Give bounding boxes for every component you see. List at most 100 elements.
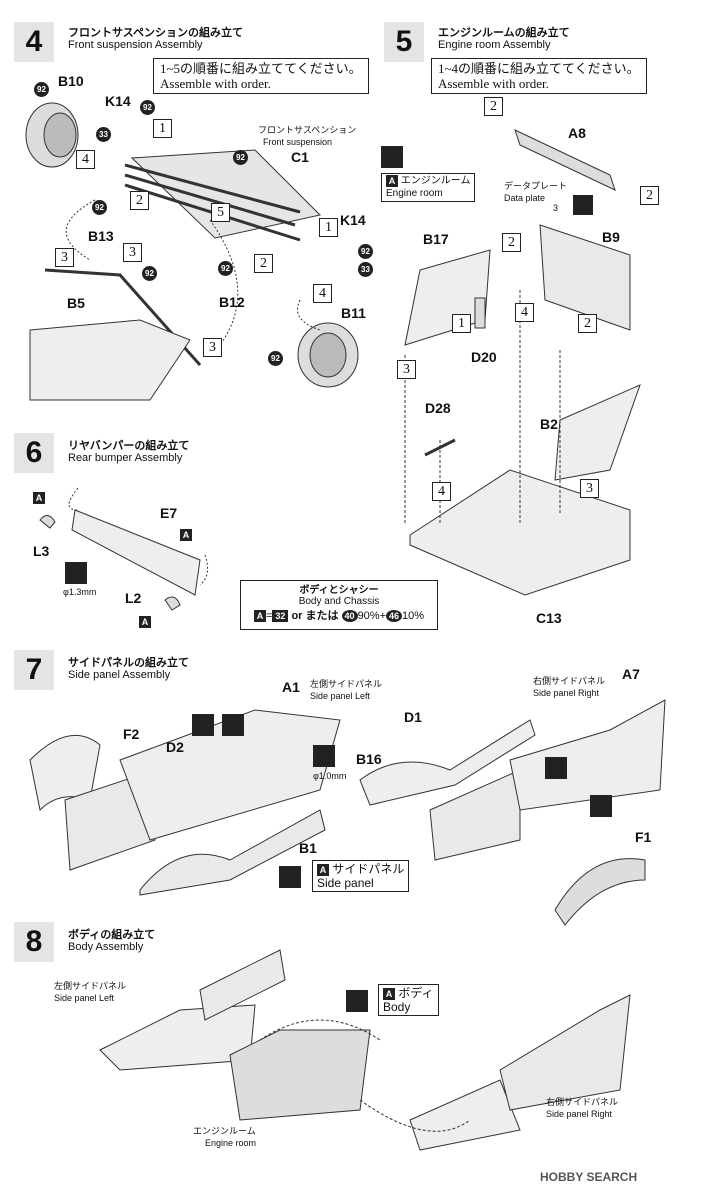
part-D28: D28 bbox=[425, 400, 451, 416]
rear-bumper-drawing bbox=[39, 487, 209, 611]
step-7-number: 7 bbox=[14, 650, 54, 690]
color-box-c2: 40 bbox=[341, 610, 358, 623]
step-8-paint-label: A ボディ Body bbox=[378, 984, 439, 1016]
step-8-number: 8 bbox=[14, 922, 54, 962]
step-6-title-en: Rear bumper Assembly bbox=[68, 452, 183, 464]
step-4-seq-3-b: 3 bbox=[123, 243, 142, 262]
paint-brush-icon bbox=[381, 146, 403, 168]
paint-color-letter: A bbox=[383, 987, 395, 1000]
front-suspension-drawing bbox=[25, 102, 359, 401]
cut-icon bbox=[222, 714, 244, 736]
step-5-seq-1: 1 bbox=[452, 314, 471, 333]
step-8-paint-en: Body bbox=[383, 1000, 411, 1014]
cut-icon bbox=[590, 795, 612, 817]
step-5-seq-3-a: 3 bbox=[397, 360, 416, 379]
step-8-paint-jp: ボディ bbox=[398, 986, 434, 1000]
paint-color-letter: A bbox=[317, 863, 329, 876]
part-B1: B1 bbox=[299, 840, 317, 856]
step-8-engine-jp: エンジンルーム bbox=[193, 1126, 256, 1136]
drill-icon bbox=[192, 714, 214, 736]
watermark: HOBBY SEARCH bbox=[540, 1170, 638, 1184]
step-5-paint-en: Engine room bbox=[386, 187, 443, 199]
step-4-sub-en: Front suspension bbox=[263, 137, 333, 147]
color-92: 92 bbox=[233, 150, 248, 165]
step-8-title-jp: ボディの組み立て bbox=[68, 929, 156, 941]
step-5-order-note: 1~4の順番に組み立ててください。 Assemble with order. bbox=[431, 58, 647, 94]
step-5-paint-jp: エンジンルーム bbox=[400, 175, 471, 187]
drill-icon bbox=[65, 562, 87, 584]
part-A7: A7 bbox=[622, 666, 640, 682]
data-plate-jp: データプレート bbox=[504, 181, 568, 191]
color-box-title-en: Body and Chassis bbox=[298, 596, 380, 607]
step-7-left-en: Side panel Left bbox=[310, 691, 371, 701]
paint-color-letter: A bbox=[33, 492, 45, 504]
color-33: 33 bbox=[358, 262, 373, 277]
part-A8: A8 bbox=[568, 125, 586, 141]
paint-color-letter: A bbox=[139, 616, 151, 628]
color-box-eq: = bbox=[265, 610, 273, 622]
part-D20: D20 bbox=[471, 349, 497, 365]
step-5-note-en: Assemble with order. bbox=[438, 76, 549, 91]
body-assembly-drawing bbox=[99, 949, 631, 1151]
color-box-plus: + bbox=[379, 610, 387, 622]
step-6-drill-size: φ1.3mm bbox=[63, 587, 97, 597]
part-L2: L2 bbox=[125, 590, 142, 606]
step-4-seq-4-b: 4 bbox=[313, 284, 332, 303]
step-4-seq-1: 1 bbox=[153, 119, 172, 138]
part-D2: D2 bbox=[166, 739, 184, 755]
step-8-left-jp: 左側サイドパネル bbox=[54, 981, 127, 991]
step-4-seq-2-a: 2 bbox=[130, 191, 149, 210]
part-B11: B11 bbox=[341, 305, 366, 321]
color-92: 92 bbox=[92, 200, 107, 215]
paint-color-letter: A bbox=[386, 175, 398, 187]
color-box-c1: 32 bbox=[272, 610, 289, 623]
color-92: 92 bbox=[358, 244, 373, 259]
step-5-note-jp: 1~4の順番に組み立ててください。 bbox=[438, 61, 640, 76]
step-4-seq-5: 5 bbox=[211, 203, 230, 222]
step-5-seq-2-b: 2 bbox=[640, 186, 659, 205]
step-5-seq-2-a: 2 bbox=[484, 97, 503, 116]
step-4-sub-jp: フロントサスペンション bbox=[258, 125, 357, 135]
step-4-seq-3-c: 3 bbox=[203, 338, 222, 357]
decal-star-icon bbox=[573, 195, 593, 215]
step-5-seq-3-b: 3 bbox=[580, 479, 599, 498]
paint-brush-icon bbox=[279, 866, 301, 888]
color-box-p1: 90% bbox=[357, 610, 380, 622]
step-7-paint-jp: サイドパネル bbox=[332, 862, 405, 876]
step-5-seq-4-b: 4 bbox=[432, 482, 451, 501]
part-C13: C13 bbox=[536, 610, 562, 626]
step-5-title-en: Engine room Assembly bbox=[438, 39, 551, 51]
step-5-paint-label: A エンジンルーム Engine room bbox=[381, 173, 476, 202]
data-plate-en: Data plate bbox=[504, 193, 546, 203]
part-K14-right: K14 bbox=[340, 212, 366, 228]
step-7-right-jp: 右側サイドパネル bbox=[533, 676, 606, 686]
color-92: 92 bbox=[140, 100, 155, 115]
engine-room-drawing bbox=[404, 129, 641, 596]
step-8-left-en: Side panel Left bbox=[54, 993, 115, 1003]
step-4-seq-3-a: 3 bbox=[55, 248, 74, 267]
step-7-drill-size: φ1.0mm bbox=[313, 771, 347, 781]
step-7-title-en: Side panel Assembly bbox=[68, 669, 171, 681]
paint-color-letter: A bbox=[180, 529, 192, 541]
drill-icon bbox=[313, 745, 335, 767]
part-B17: B17 bbox=[423, 231, 449, 247]
part-B13: B13 bbox=[88, 228, 114, 244]
step-4-seq-4-a: 4 bbox=[76, 150, 95, 169]
step-4-number: 4 bbox=[14, 22, 54, 62]
step-8-title-en: Body Assembly bbox=[68, 941, 144, 953]
side-panel-drawing bbox=[29, 699, 666, 926]
drill-icon bbox=[545, 757, 567, 779]
part-C1: C1 bbox=[291, 149, 309, 165]
step-7-title-jp: サイドパネルの組み立て bbox=[68, 657, 189, 669]
body-chassis-color-box: ボディとシャシー Body and Chassis A=32 or または 40… bbox=[240, 580, 438, 630]
color-92: 92 bbox=[268, 351, 283, 366]
color-box-c3: 46 bbox=[386, 610, 403, 623]
part-E7: E7 bbox=[160, 505, 178, 521]
step-4-seq-2-b: 2 bbox=[254, 254, 273, 273]
part-D1: D1 bbox=[404, 709, 422, 725]
step-7-right-en: Side panel Right bbox=[533, 688, 600, 698]
color-3: 3 bbox=[553, 203, 559, 213]
step-8-engine-en: Engine room bbox=[205, 1138, 257, 1148]
part-B5: B5 bbox=[67, 295, 85, 311]
